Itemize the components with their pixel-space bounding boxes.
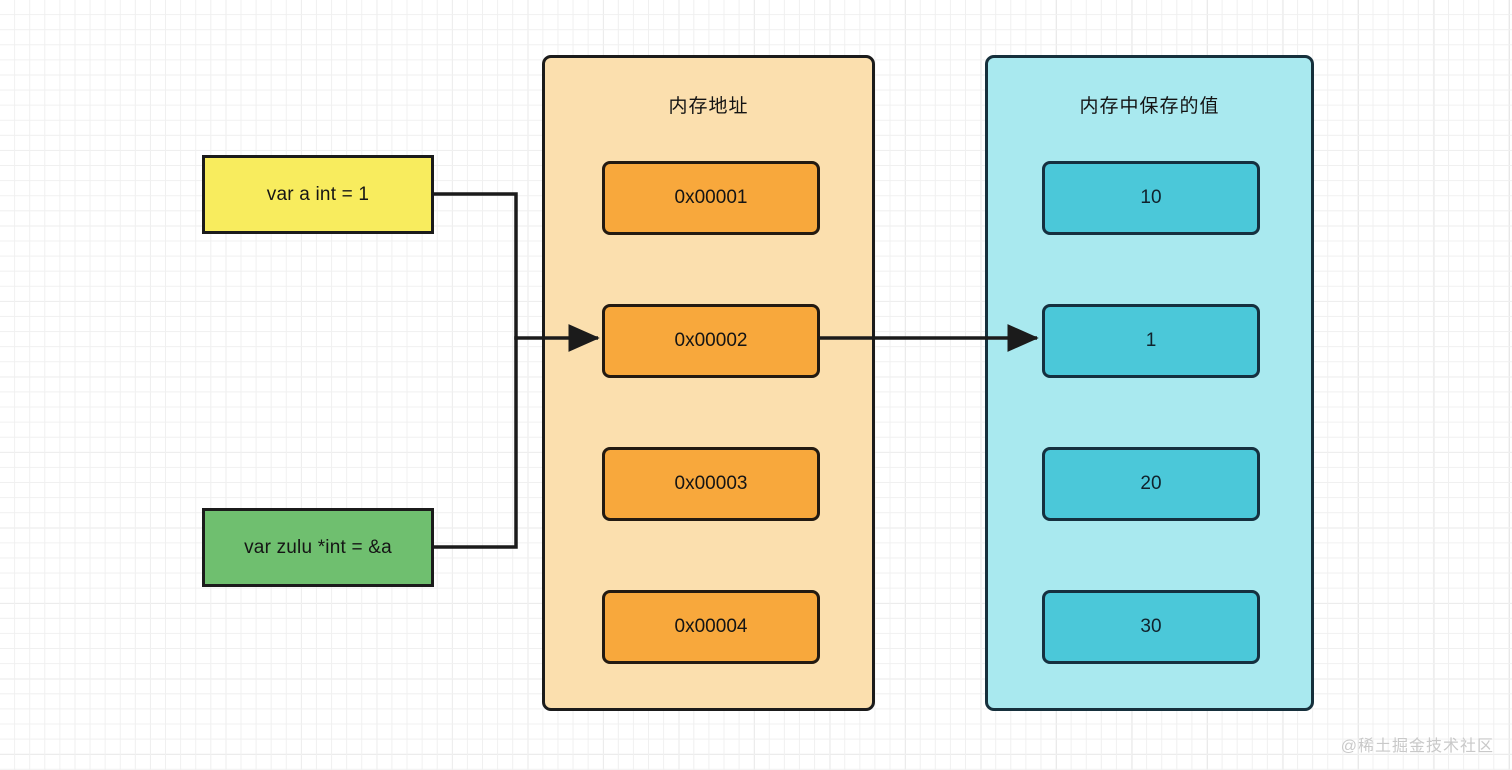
memory-value-panel-title: 内存中保存的值 bbox=[1079, 96, 1220, 117]
value-cell-0[interactable]: 10 bbox=[1042, 161, 1260, 235]
memory-address-panel-title: 内存地址 bbox=[668, 96, 749, 117]
memory-address-panel: 内存地址 0x00001 0x00002 0x00003 0x00004 bbox=[542, 55, 875, 711]
value-cell-0-label: 10 bbox=[1140, 187, 1162, 208]
value-cell-1-label: 1 bbox=[1145, 330, 1157, 351]
connector-var-a-to-address bbox=[432, 192, 518, 340]
variable-box-var-zulu-label: var zulu *int = &a bbox=[244, 536, 392, 558]
address-cell-2[interactable]: 0x00003 bbox=[602, 447, 820, 521]
variable-box-var-a[interactable]: var a int = 1 bbox=[202, 155, 434, 234]
variable-box-var-a-label: var a int = 1 bbox=[266, 183, 370, 205]
variable-box-var-zulu[interactable]: var zulu *int = &a bbox=[202, 508, 434, 587]
memory-value-panel: 内存中保存的值 10 1 20 30 bbox=[985, 55, 1314, 711]
value-cell-2-label: 20 bbox=[1140, 473, 1162, 494]
address-cell-1-label: 0x00002 bbox=[674, 330, 748, 351]
value-cell-1[interactable]: 1 bbox=[1042, 304, 1260, 378]
address-cell-3[interactable]: 0x00004 bbox=[602, 590, 820, 664]
connector-var-zulu-to-address bbox=[432, 336, 518, 549]
watermark: @稀土掘金技术社区 bbox=[1340, 738, 1494, 755]
address-cell-3-label: 0x00004 bbox=[674, 616, 748, 637]
value-cell-2[interactable]: 20 bbox=[1042, 447, 1260, 521]
address-cell-1[interactable]: 0x00002 bbox=[602, 304, 820, 378]
address-cell-0-label: 0x00001 bbox=[674, 187, 748, 208]
value-cell-3-label: 30 bbox=[1140, 616, 1162, 637]
value-cell-3[interactable]: 30 bbox=[1042, 590, 1260, 664]
address-cell-2-label: 0x00003 bbox=[674, 473, 748, 494]
address-cell-0[interactable]: 0x00001 bbox=[602, 161, 820, 235]
